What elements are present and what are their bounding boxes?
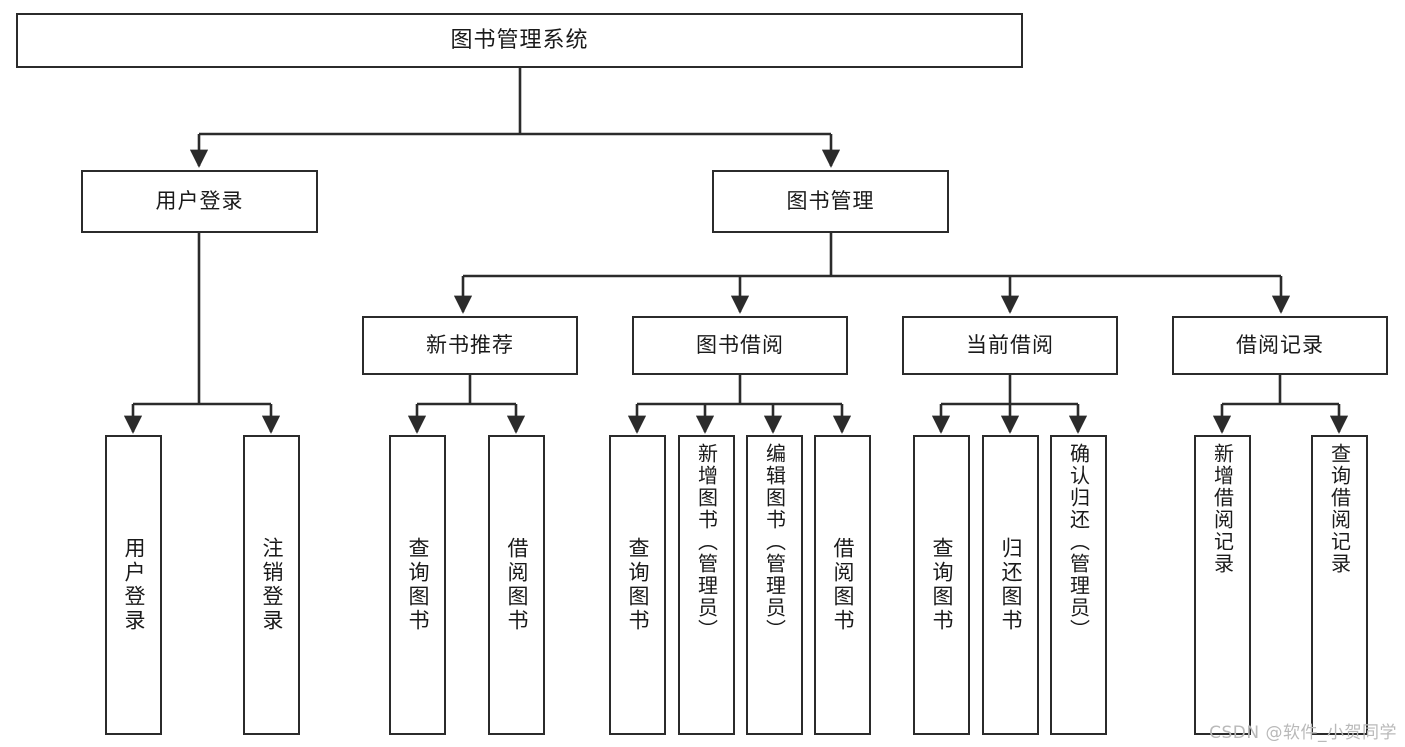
node-label: 图书管理	[786, 189, 875, 214]
leaf-book-borrow-add[interactable]: 新增图书（管理员）	[678, 435, 735, 735]
leaf-book-borrow-edit[interactable]: 编辑图书（管理员）	[746, 435, 803, 735]
node-label: 新书推荐	[426, 333, 514, 358]
node-label: 查询图书	[930, 537, 954, 633]
node-root-book-management-system[interactable]: 图书管理系统	[16, 13, 1023, 68]
leaf-current-borrow-query[interactable]: 查询图书	[913, 435, 970, 735]
node-label: 当前借阅	[966, 333, 1054, 358]
leaf-borrow-record-add[interactable]: 新增借阅记录	[1194, 435, 1251, 735]
node-label: 查询借阅记录	[1327, 443, 1352, 575]
node-label: 新增借阅记录	[1210, 443, 1235, 575]
leaf-current-borrow-confirm-return[interactable]: 确认归还（管理员）	[1050, 435, 1107, 735]
node-label: 归还图书	[999, 537, 1023, 633]
node-label: 查询图书	[626, 537, 650, 633]
node-label: 编辑图书（管理员）	[762, 443, 787, 641]
node-book-borrow[interactable]: 图书借阅	[632, 316, 848, 375]
node-current-borrow[interactable]: 当前借阅	[902, 316, 1118, 375]
node-label: 确认归还（管理员）	[1066, 443, 1091, 641]
leaf-user-login-logout[interactable]: 注销登录	[243, 435, 300, 735]
node-book-management[interactable]: 图书管理	[712, 170, 949, 233]
leaf-user-login-login[interactable]: 用户登录	[105, 435, 162, 735]
node-label: 注销登录	[260, 537, 284, 633]
csdn-watermark: CSDN @软件_小贺同学	[1209, 723, 1397, 743]
node-label: 借阅图书	[831, 537, 855, 633]
leaf-new-book-query[interactable]: 查询图书	[389, 435, 446, 735]
leaf-book-borrow-borrow[interactable]: 借阅图书	[814, 435, 871, 735]
node-label: 图书借阅	[696, 333, 784, 358]
node-label: 借阅记录	[1236, 333, 1324, 358]
node-label: 借阅图书	[505, 537, 529, 633]
node-user-login[interactable]: 用户登录	[81, 170, 318, 233]
leaf-current-borrow-return[interactable]: 归还图书	[982, 435, 1039, 735]
node-label: 用户登录	[155, 189, 244, 214]
node-label: 图书管理系统	[450, 27, 589, 53]
node-label: 用户登录	[122, 537, 146, 633]
node-borrow-record[interactable]: 借阅记录	[1172, 316, 1388, 375]
node-label: 查询图书	[406, 537, 430, 633]
node-new-book-recommend[interactable]: 新书推荐	[362, 316, 578, 375]
leaf-book-borrow-query[interactable]: 查询图书	[609, 435, 666, 735]
leaf-borrow-record-query[interactable]: 查询借阅记录	[1311, 435, 1368, 735]
node-label: 新增图书（管理员）	[694, 443, 719, 641]
leaf-new-book-borrow[interactable]: 借阅图书	[488, 435, 545, 735]
